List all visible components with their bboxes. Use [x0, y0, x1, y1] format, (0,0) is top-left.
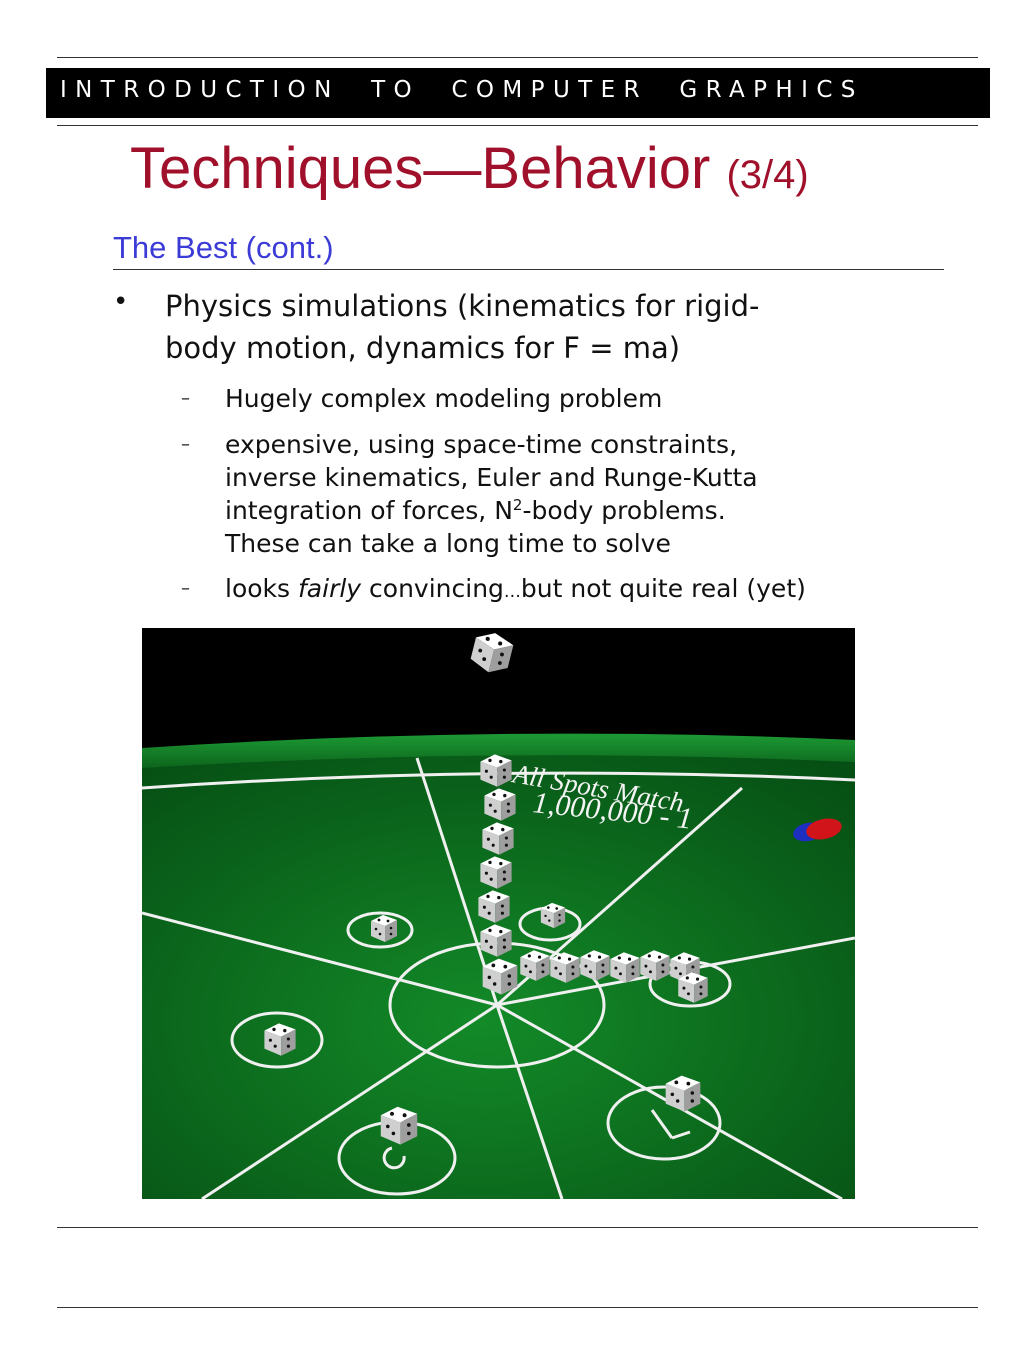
subbullet-2-line-2: inverse kinematics, Euler and Runge-Kutt… — [225, 463, 758, 492]
course-title: INTRODUCTION TO COMPUTER GRAPHICS — [60, 77, 864, 103]
subbullet-3-a: looks — [225, 574, 298, 603]
ellipsis: … — [503, 582, 521, 602]
top-rule-2 — [57, 125, 978, 126]
bottom-rule-1 — [57, 1227, 978, 1228]
bullet-line-1: Physics simulations (kinematics for rigi… — [165, 289, 760, 323]
subbullet-3-b: convincing — [361, 574, 504, 603]
dash-icon: – — [181, 388, 190, 409]
subbullet-2-line-1: expensive, using space-time constraints, — [225, 430, 738, 459]
top-rule-1 — [57, 57, 978, 58]
subbullet-3-c: but not quite real (yet) — [520, 574, 806, 603]
subbullet-2-line-3: integration of forces, N2-body problems. — [225, 494, 726, 527]
subbullet-3-emphasis: fairly — [298, 574, 362, 603]
slide-title: Techniques—Behavior (3/4) — [130, 135, 809, 209]
subbullet-3: looks fairly convincing…but not quite re… — [225, 572, 806, 609]
poker-chips — [793, 818, 842, 842]
dice-simulation-image: All Spots Match 1,000,000 - 1 — [142, 628, 855, 1199]
dash-icon: – — [181, 434, 190, 455]
bottom-rule-2 — [57, 1307, 978, 1308]
bullet-line-2: body motion, dynamics for F = ma) — [165, 331, 681, 365]
slide-title-part: (3/4) — [726, 153, 809, 197]
subbullet-2-line-4: These can take a long time to solve — [225, 529, 671, 558]
subbullet-2-line-3a: integration of forces, N — [225, 496, 513, 525]
course-header-bar: INTRODUCTION TO COMPUTER GRAPHICS — [46, 68, 990, 118]
dash-icon: – — [181, 578, 190, 599]
superscript-2: 2 — [512, 496, 523, 514]
slide-subtitle: The Best (cont.) — [113, 229, 944, 270]
subbullet-2-line-3b: -body problems. — [522, 496, 726, 525]
bullet-dot-icon: • — [113, 287, 129, 317]
slide-title-main: Techniques—Behavior — [130, 136, 711, 201]
subbullet-1: Hugely complex modeling problem — [225, 384, 663, 413]
